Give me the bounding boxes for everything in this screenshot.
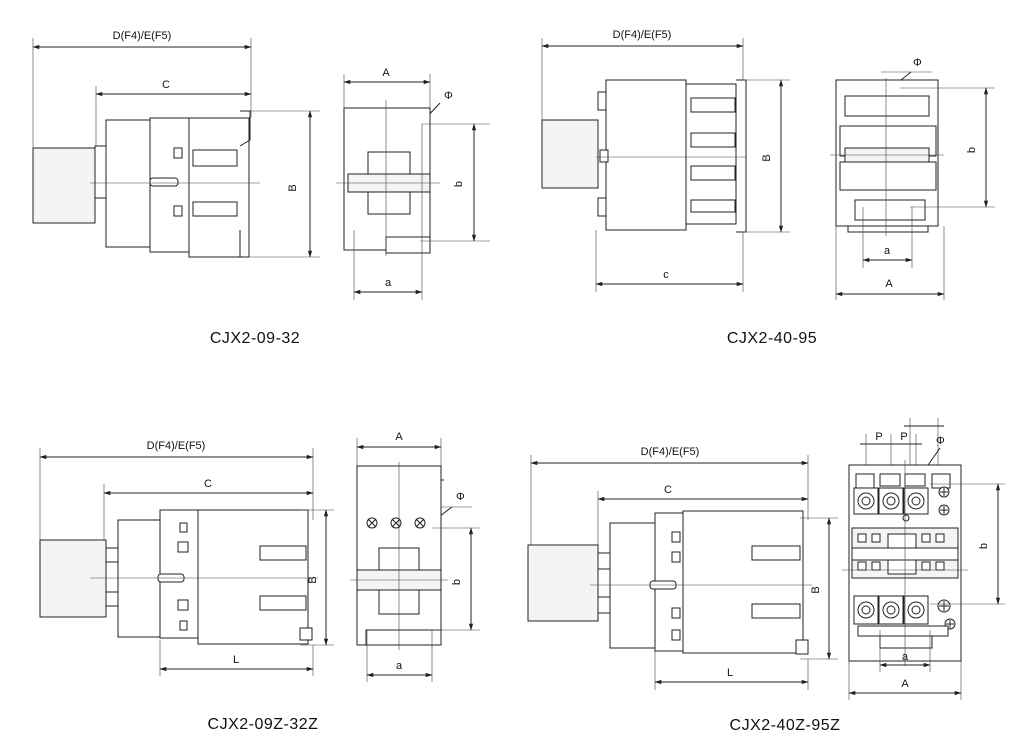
dim-label-c: C <box>664 484 672 496</box>
dim-label-b-small: b <box>453 181 465 187</box>
body-front <box>188 117 250 258</box>
side-view: D(F4)/E(F5) B c <box>541 29 790 292</box>
dim-label-b: B <box>287 184 299 191</box>
side-view: D(F4)/E(F5) C B <box>32 30 320 258</box>
body-front <box>197 509 309 645</box>
front-view: P P Φ <box>842 418 1005 700</box>
dim-label-total: D(F4)/E(F5) <box>147 440 206 452</box>
bottom-terminal-row <box>853 595 956 630</box>
dim-label-l: L <box>233 654 239 666</box>
side-view: D(F4)/E(F5) C B L <box>527 446 838 690</box>
view-cjx2-40z-95z: D(F4)/E(F5) C B L <box>527 418 1005 734</box>
dim-label-phi: Φ <box>936 435 945 447</box>
coil-cap <box>541 119 599 189</box>
dim-label-phi: Φ <box>456 491 465 503</box>
coil-cap <box>32 147 96 224</box>
front-view: A S P P Φ <box>350 431 480 682</box>
dim-label-c: C <box>204 478 212 490</box>
caption: CJX2-40Z-95Z <box>730 717 841 734</box>
dim-label-p2: P <box>900 431 907 443</box>
dim-label-total: D(F4)/E(F5) <box>613 29 672 41</box>
view-cjx2-40-95: D(F4)/E(F5) B c Φ <box>541 29 995 347</box>
caption: CJX2-09-32 <box>210 330 300 347</box>
view-cjx2-09z-32z: D(F4)/E(F5) C B L <box>39 431 480 733</box>
top-terminal-row <box>853 486 950 516</box>
dim-label-a-small: a <box>884 245 891 257</box>
view-cjx2-09-32: D(F4)/E(F5) C B <box>32 30 490 347</box>
dim-label-total: D(F4)/E(F5) <box>113 30 172 42</box>
dim-label-phi: Φ <box>444 90 453 102</box>
dim-label-a-small: a <box>396 660 403 672</box>
body-rear <box>605 79 687 231</box>
dim-label-b: B <box>810 586 822 593</box>
caption: CJX2-40-95 <box>727 330 817 347</box>
dim-label-a-bottom: A <box>885 278 893 290</box>
screw-terminal-row <box>366 517 426 529</box>
coil-cap <box>39 539 107 618</box>
dim-label-phi: Φ <box>913 57 922 69</box>
dim-label-p1: P <box>875 431 882 443</box>
dim-label-c: c <box>663 269 669 281</box>
dim-label-a-top: A <box>382 67 390 79</box>
dim-label-total: D(F4)/E(F5) <box>641 446 700 458</box>
dim-label-b-small: b <box>978 543 990 549</box>
dim-label-c: C <box>162 79 170 91</box>
caption: CJX2-09Z-32Z <box>208 716 319 733</box>
body-front <box>682 510 804 654</box>
front-view: Φ b a A <box>830 57 995 300</box>
dim-label-a-small: a <box>902 651 909 663</box>
dim-label-b: B <box>307 576 319 583</box>
side-view: D(F4)/E(F5) C B L <box>39 440 334 676</box>
dim-label-a-small: a <box>385 277 392 289</box>
dim-label-a-top: A <box>395 431 403 443</box>
dim-label-b-small: b <box>966 147 978 153</box>
dim-label-b-small: b <box>451 579 463 585</box>
dim-label-l: L <box>727 667 733 679</box>
front-view: A Φ b a <box>336 67 490 300</box>
coil-cap <box>527 544 599 622</box>
dim-label-a-bottom: A <box>901 678 909 690</box>
dim-label-b: B <box>761 154 773 161</box>
